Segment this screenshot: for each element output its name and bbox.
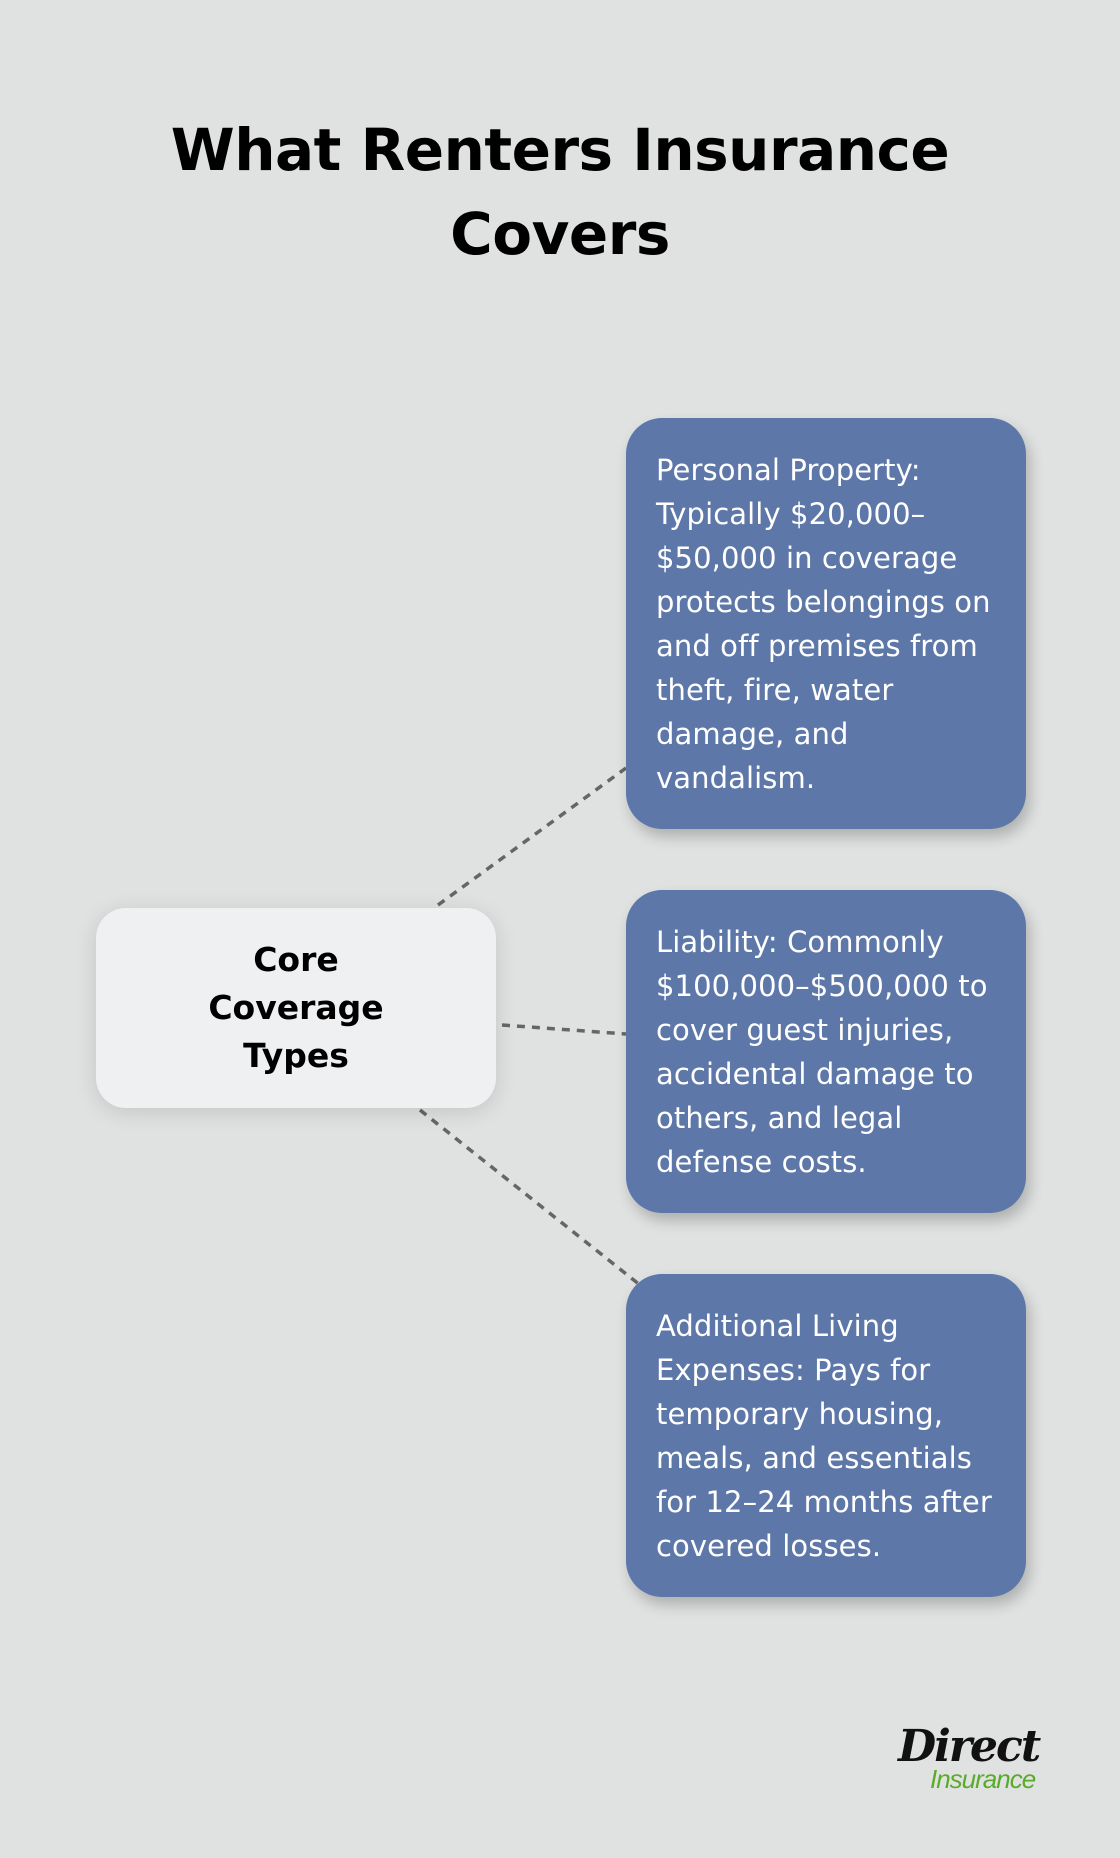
card-personal-property: Personal Property: Typically $20,000–$50… bbox=[626, 418, 1026, 829]
title-line-1: What Renters Insurance bbox=[170, 116, 950, 184]
card-text: Personal Property: Typically $20,000–$50… bbox=[656, 453, 991, 795]
card-liability: Liability: Commonly $100,000–$500,000 to… bbox=[626, 890, 1026, 1213]
logo-sub-text: Insurance bbox=[930, 1764, 1036, 1794]
page-title: What Renters Insurance Covers bbox=[0, 108, 1120, 276]
card-text: Additional Living Expenses: Pays for tem… bbox=[656, 1309, 992, 1563]
center-node-core-coverage-types: Core Coverage Types bbox=[96, 908, 496, 1108]
connector-to-personal-property bbox=[436, 766, 628, 907]
logo-brand-text: Direct bbox=[898, 1721, 1041, 1772]
card-additional-living-expenses: Additional Living Expenses: Pays for tem… bbox=[626, 1274, 1026, 1597]
connector-to-liability bbox=[501, 1023, 627, 1036]
direct-insurance-logo: Direct Insurance bbox=[898, 1722, 1058, 1802]
card-text: Liability: Commonly $100,000–$500,000 to… bbox=[656, 925, 988, 1179]
center-node-label: Core Coverage Types bbox=[208, 940, 384, 1075]
connector-to-additional-living bbox=[418, 1108, 642, 1287]
title-line-2: Covers bbox=[450, 200, 670, 268]
